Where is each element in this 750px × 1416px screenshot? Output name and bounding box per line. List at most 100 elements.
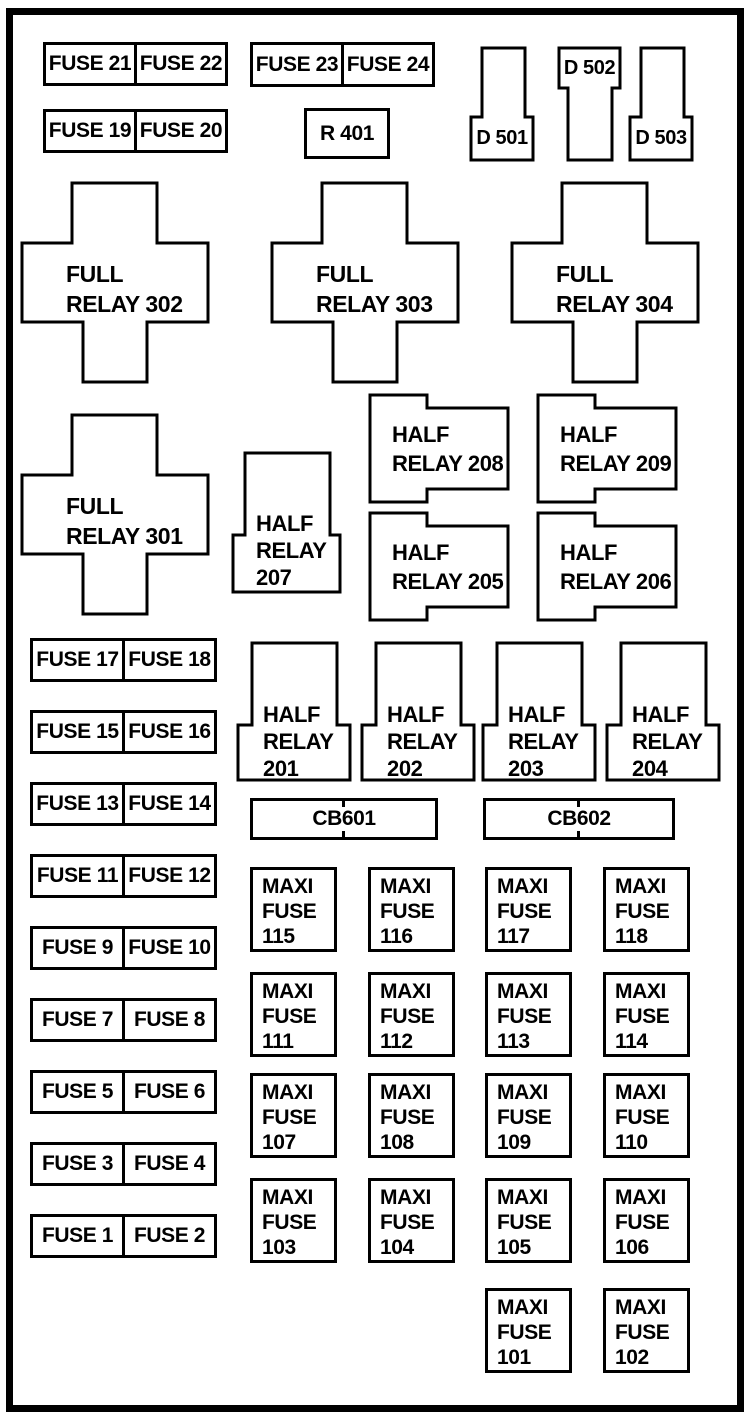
half-relay-208: HALF RELAY 208 [368, 393, 510, 504]
circuit-breaker-cb601: CB601 [250, 798, 438, 840]
maxi-fuse-116-label: MAXI FUSE 116 [380, 875, 435, 948]
maxi-fuse-112-label: MAXI FUSE 112 [380, 980, 435, 1053]
maxi-fuse-116: MAXI FUSE 116 [368, 867, 455, 952]
fuse-1: FUSE 1 [41, 1224, 114, 1247]
maxi-fuse-114-label: MAXI FUSE 114 [615, 980, 670, 1053]
maxi-fuse-104: MAXI FUSE 104 [368, 1178, 455, 1263]
relay-outline [510, 181, 700, 384]
maxi-fuse-103-label: MAXI FUSE 103 [262, 1186, 317, 1259]
fuse-3: FUSE 3 [41, 1152, 114, 1175]
maxi-fuse-110-label: MAXI FUSE 110 [615, 1081, 670, 1154]
relay-outline [360, 641, 476, 782]
fuse-pair-5-6: FUSE 5 FUSE 6 [30, 1070, 217, 1114]
maxi-fuse-105-label: MAXI FUSE 105 [497, 1186, 552, 1259]
maxi-fuse-112: MAXI FUSE 112 [368, 972, 455, 1057]
maxi-fuse-118-label: MAXI FUSE 118 [615, 875, 670, 948]
full-relay-303-label: FULL RELAY 303 [316, 261, 433, 317]
fuse-pair-7-8: FUSE 7 FUSE 8 [30, 998, 217, 1042]
relay-outline [20, 181, 210, 384]
half-relay-203-label: HALF RELAY 203 [508, 702, 579, 781]
panel-border [6, 8, 744, 1412]
fuse-pair-1-2: FUSE 1 FUSE 2 [30, 1214, 217, 1258]
fuse-pair-11-12: FUSE 11 FUSE 12 [30, 854, 217, 898]
fuse-18: FUSE 18 [122, 641, 214, 679]
half-relay-207: HALF RELAY 207 [231, 451, 342, 594]
fuse-14: FUSE 14 [122, 785, 214, 823]
fuse-22: FUSE 22 [134, 45, 225, 83]
fuse-pair-21-22: FUSE 21 FUSE 22 [43, 42, 228, 86]
maxi-fuse-113: MAXI FUSE 113 [485, 972, 572, 1057]
fuse-pair-15-16: FUSE 15 FUSE 16 [30, 710, 217, 754]
half-relay-201-label: HALF RELAY 201 [263, 702, 334, 781]
fuse-pair-17-18: FUSE 17 FUSE 18 [30, 638, 217, 682]
maxi-fuse-103: MAXI FUSE 103 [250, 1178, 337, 1263]
fuse-12: FUSE 12 [122, 857, 214, 895]
full-relay-304-label: FULL RELAY 304 [556, 261, 673, 317]
maxi-fuse-105: MAXI FUSE 105 [485, 1178, 572, 1263]
relay-outline [368, 511, 510, 622]
maxi-fuse-104-label: MAXI FUSE 104 [380, 1186, 435, 1259]
maxi-fuse-109: MAXI FUSE 109 [485, 1073, 572, 1158]
maxi-fuse-101-label: MAXI FUSE 101 [497, 1296, 552, 1369]
maxi-fuse-107-label: MAXI FUSE 107 [262, 1081, 317, 1154]
cb602-label: CB602 [542, 807, 616, 831]
full-relay-302-label: FULL RELAY 302 [66, 261, 183, 317]
half-relay-205: HALF RELAY 205 [368, 511, 510, 622]
relay-outline [231, 451, 342, 594]
fuse-pair-9-10: FUSE 9 FUSE 10 [30, 926, 217, 970]
d503-label: D 503 [635, 127, 687, 149]
relay-outline [605, 641, 721, 782]
maxi-fuse-102-label: MAXI FUSE 102 [615, 1296, 670, 1369]
maxi-fuse-114: MAXI FUSE 114 [603, 972, 690, 1057]
half-relay-208-label: HALF RELAY 208 [392, 422, 504, 476]
diode-d501: D 501 [469, 46, 535, 162]
maxi-fuse-108: MAXI FUSE 108 [368, 1073, 455, 1158]
fuse-16: FUSE 16 [122, 713, 214, 751]
relay-outline [536, 511, 678, 622]
relay-outline [236, 641, 352, 782]
half-relay-209: HALF RELAY 209 [536, 393, 678, 504]
fuse-pair-19-20: FUSE 19 FUSE 20 [43, 109, 228, 153]
half-relay-209-label: HALF RELAY 209 [560, 422, 672, 476]
maxi-fuse-111: MAXI FUSE 111 [250, 972, 337, 1057]
full-relay-304: FULL RELAY 304 [510, 181, 700, 384]
fuse-10: FUSE 10 [122, 929, 214, 967]
fuse-pair-3-4: FUSE 3 FUSE 4 [30, 1142, 217, 1186]
fuse-5: FUSE 5 [41, 1080, 114, 1103]
full-relay-301: FULL RELAY 301 [20, 413, 210, 616]
fuse-21: FUSE 21 [48, 52, 132, 75]
cb601-label: CB601 [307, 807, 381, 831]
diode-d503: D 503 [628, 46, 694, 162]
fuse-17: FUSE 17 [36, 648, 119, 671]
maxi-fuse-118: MAXI FUSE 118 [603, 867, 690, 952]
fuse-23: FUSE 23 [255, 52, 339, 76]
full-relay-301-label: FULL RELAY 301 [66, 493, 183, 549]
diode-d502: D 502 [557, 46, 622, 162]
relay-outline [481, 641, 597, 782]
d501-label: D 501 [476, 127, 528, 149]
relay-outline [20, 413, 210, 616]
diode-outline [628, 46, 694, 162]
maxi-fuse-115-label: MAXI FUSE 115 [262, 875, 317, 948]
half-relay-204-label: HALF RELAY 204 [632, 702, 703, 781]
relay-outline [536, 393, 678, 504]
diode-outline [557, 46, 622, 162]
full-relay-303: FULL RELAY 303 [270, 181, 460, 384]
fuse-19: FUSE 19 [48, 119, 132, 142]
relay-r401: R 401 [304, 108, 390, 159]
half-relay-201: HALF RELAY 201 [236, 641, 352, 782]
half-relay-206: HALF RELAY 206 [536, 511, 678, 622]
maxi-fuse-108-label: MAXI FUSE 108 [380, 1081, 435, 1154]
fuse-9: FUSE 9 [41, 936, 114, 959]
d502-label: D 502 [563, 56, 616, 79]
circuit-breaker-cb602: CB602 [483, 798, 675, 840]
full-relay-302: FULL RELAY 302 [20, 181, 210, 384]
relay-outline [368, 393, 510, 504]
fuse-2: FUSE 2 [122, 1217, 214, 1255]
relay-outline [270, 181, 460, 384]
half-relay-204: HALF RELAY 204 [605, 641, 721, 782]
fuse-6: FUSE 6 [122, 1073, 214, 1111]
half-relay-206-label: HALF RELAY 206 [560, 540, 672, 594]
fuse-20: FUSE 20 [134, 112, 225, 150]
fuse-13: FUSE 13 [36, 792, 119, 815]
